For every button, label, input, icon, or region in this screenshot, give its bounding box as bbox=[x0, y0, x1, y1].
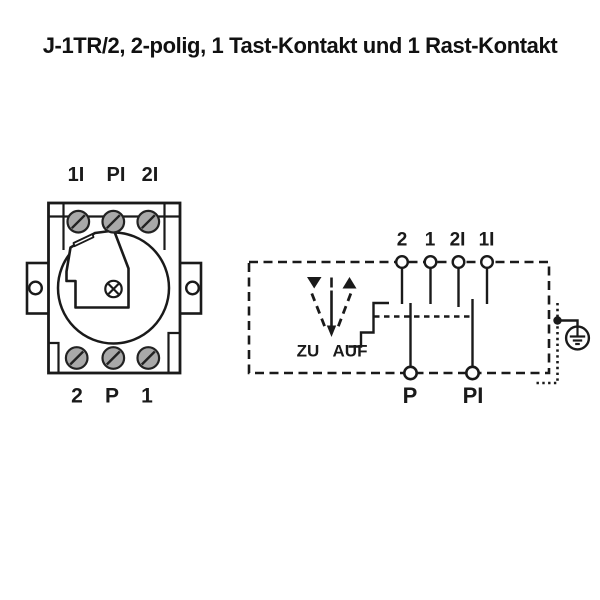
earth-dotted-path bbox=[536, 303, 559, 385]
mounting-hole-icon bbox=[28, 280, 44, 296]
front-terminal-label-PI: PI bbox=[106, 164, 126, 186]
mounting-ear-left bbox=[25, 261, 51, 315]
terminal-node bbox=[464, 365, 480, 381]
mounting-hole-icon bbox=[184, 280, 200, 296]
terminal-node bbox=[451, 255, 466, 270]
close-direction-label: ZU bbox=[296, 341, 320, 361]
schematic-terminal-label-2: 2 bbox=[396, 229, 408, 251]
screw-terminal-icon bbox=[66, 209, 91, 234]
front-terminal-label-1I: 1I bbox=[67, 164, 85, 186]
diagram-title: J-1TR/2, 2-polig, 1 Tast-Kontakt und 1 R… bbox=[42, 33, 558, 58]
terminal-node bbox=[480, 255, 495, 270]
schematic-terminal-label-1I: 1I bbox=[478, 229, 495, 251]
front-terminal-label-P: P bbox=[104, 384, 120, 408]
rotation-direction-arrows-icon bbox=[307, 277, 357, 337]
close-direction-arrowhead bbox=[307, 277, 322, 289]
open-direction-label: AUF bbox=[332, 341, 368, 361]
fixed-contact-stems bbox=[400, 268, 489, 307]
pole-risers bbox=[409, 299, 474, 367]
screw-terminal-icon bbox=[136, 209, 161, 234]
latching-step-icon bbox=[348, 301, 389, 348]
schematic-pole-label-P: P bbox=[402, 383, 418, 408]
screw-terminals bbox=[64, 209, 161, 370]
terminal-nodes bbox=[395, 255, 495, 381]
front-terminal-label-2I: 2I bbox=[141, 164, 159, 186]
cam-slot bbox=[72, 233, 95, 248]
schematic-terminal-label-1: 1 bbox=[424, 229, 436, 251]
center-screw-cross-icon bbox=[104, 279, 123, 299]
front-terminal-label-1: 1 bbox=[141, 384, 153, 408]
mounting-ear-right bbox=[178, 261, 203, 315]
front-terminal-label-2: 2 bbox=[71, 384, 83, 408]
protective-earth-icon bbox=[564, 325, 591, 351]
screw-terminal-icon bbox=[101, 209, 126, 234]
schematic-diagram bbox=[247, 255, 591, 385]
schematic-terminal-label-2I: 2I bbox=[449, 229, 466, 251]
open-direction-arrowhead bbox=[342, 277, 357, 289]
screw-terminal-icon bbox=[101, 346, 126, 370]
screw-terminal-icon bbox=[64, 346, 89, 370]
schematic-pole-label-PI: PI bbox=[462, 383, 484, 408]
terminal-node bbox=[395, 255, 410, 270]
screw-terminal-icon bbox=[136, 346, 161, 370]
center-arrowhead bbox=[326, 325, 337, 337]
terminal-node bbox=[402, 365, 418, 381]
switch-front-view bbox=[25, 201, 203, 375]
earth-branch bbox=[536, 303, 591, 385]
terminal-node bbox=[423, 255, 438, 270]
